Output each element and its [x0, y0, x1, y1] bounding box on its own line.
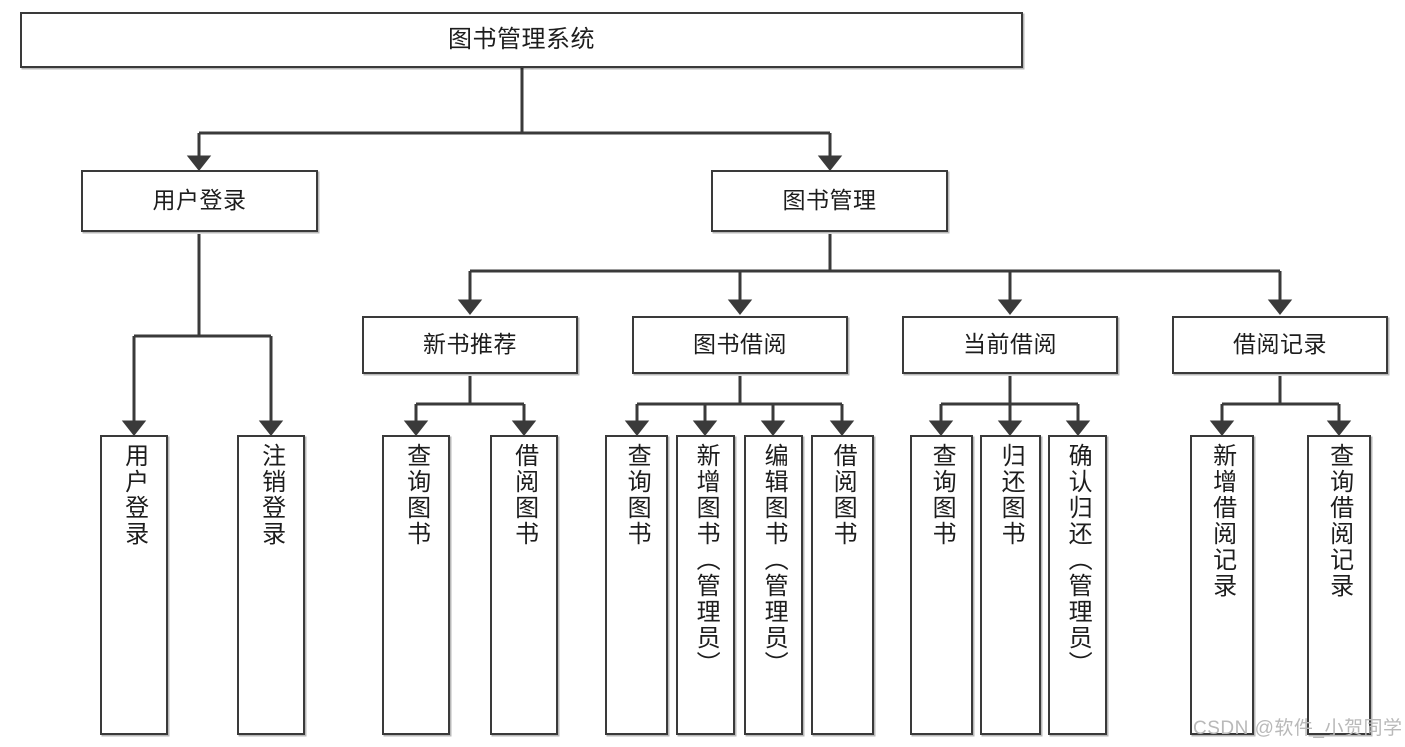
node-leaf-add-book[interactable]: 新增图书（管理员）: [676, 435, 735, 735]
node-leaf-return-book-label: 归还图书: [997, 443, 1025, 547]
node-book-management[interactable]: 图书管理: [711, 170, 948, 232]
node-leaf-borrow-book-2-label: 借阅图书: [829, 443, 857, 547]
node-leaf-query-record[interactable]: 查询借阅记录: [1307, 435, 1371, 735]
node-leaf-borrow-book-1-label: 借阅图书: [510, 443, 538, 547]
node-new-book-recommend-label: 新书推荐: [423, 331, 517, 358]
node-book-borrow-label: 图书借阅: [693, 331, 787, 358]
node-leaf-query-book-1-label: 查询图书: [402, 443, 430, 547]
node-leaf-query-book-3[interactable]: 查询图书: [910, 435, 973, 735]
node-leaf-query-book-2[interactable]: 查询图书: [605, 435, 668, 735]
node-leaf-edit-book[interactable]: 编辑图书（管理员）: [744, 435, 803, 735]
node-leaf-query-record-label: 查询借阅记录: [1325, 443, 1353, 599]
node-borrow-record-label: 借阅记录: [1233, 331, 1327, 358]
node-leaf-borrow-book-2[interactable]: 借阅图书: [811, 435, 874, 735]
node-root-label: 图书管理系统: [448, 25, 595, 53]
node-leaf-confirm-return-label: 确认归还（管理员）: [1064, 443, 1092, 677]
node-leaf-confirm-return[interactable]: 确认归还（管理员）: [1048, 435, 1107, 735]
node-borrow-record[interactable]: 借阅记录: [1172, 316, 1388, 374]
node-user-login[interactable]: 用户登录: [81, 170, 318, 232]
node-leaf-return-book[interactable]: 归还图书: [980, 435, 1041, 735]
node-book-borrow[interactable]: 图书借阅: [632, 316, 848, 374]
node-leaf-borrow-book-1[interactable]: 借阅图书: [490, 435, 558, 735]
node-user-login-label: 用户登录: [152, 187, 247, 214]
node-leaf-query-book-1[interactable]: 查询图书: [382, 435, 450, 735]
node-leaf-add-record[interactable]: 新增借阅记录: [1190, 435, 1254, 735]
node-leaf-add-book-label: 新增图书（管理员）: [692, 443, 720, 677]
node-leaf-query-book-2-label: 查询图书: [623, 443, 651, 547]
node-new-book-recommend[interactable]: 新书推荐: [362, 316, 578, 374]
node-leaf-query-book-3-label: 查询图书: [928, 443, 956, 547]
node-leaf-edit-book-label: 编辑图书（管理员）: [760, 443, 788, 677]
node-root[interactable]: 图书管理系统: [20, 12, 1023, 68]
node-current-borrow[interactable]: 当前借阅: [902, 316, 1118, 374]
node-leaf-logout-login[interactable]: 注销登录: [237, 435, 305, 735]
node-leaf-user-login[interactable]: 用户登录: [100, 435, 168, 735]
node-leaf-user-login-label: 用户登录: [120, 443, 148, 547]
node-current-borrow-label: 当前借阅: [963, 331, 1057, 358]
node-book-management-label: 图书管理: [782, 187, 877, 214]
node-leaf-add-record-label: 新增借阅记录: [1208, 443, 1236, 599]
watermark-text: CSDN @软件_小贺同学: [1193, 718, 1403, 739]
node-leaf-logout-login-label: 注销登录: [257, 443, 285, 547]
